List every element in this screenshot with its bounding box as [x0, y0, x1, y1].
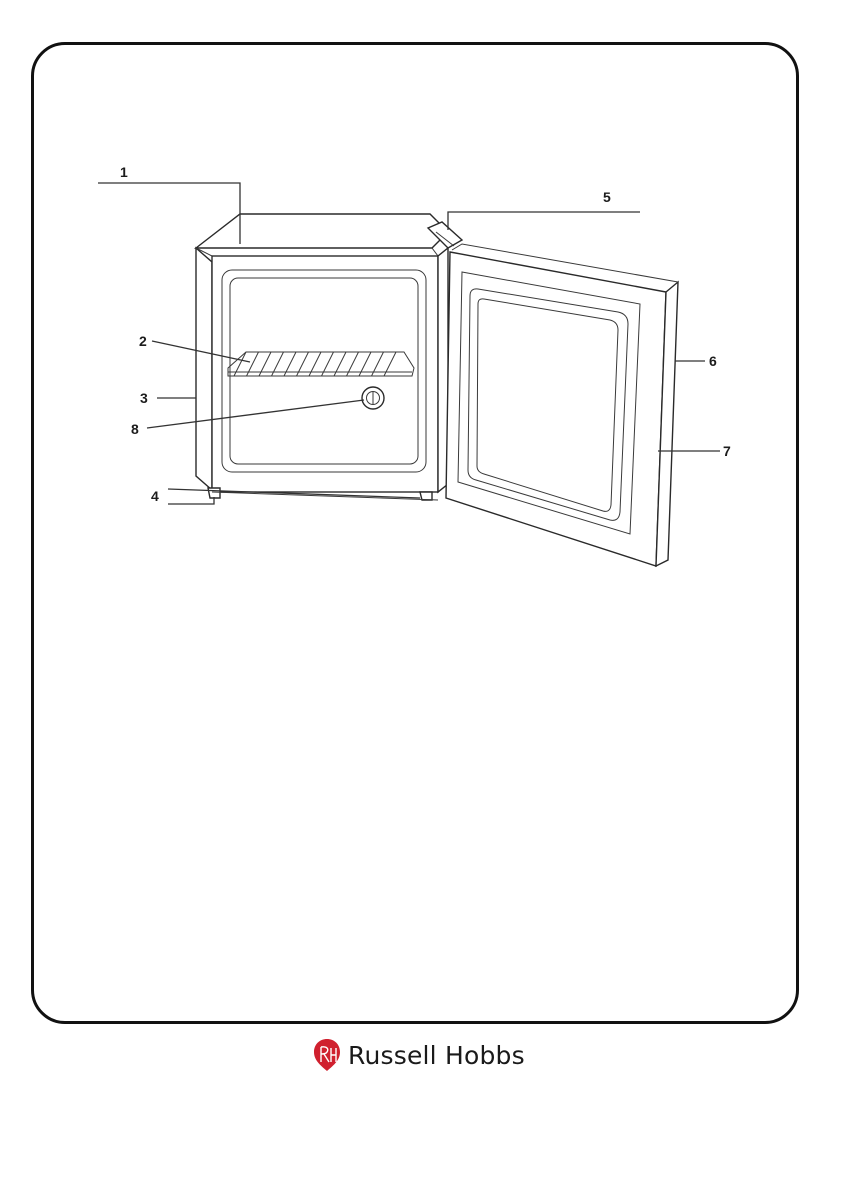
brand-logo: Russell Hobbs — [312, 1036, 525, 1074]
callout-5: 5 — [603, 189, 611, 205]
brand-name: Russell Hobbs — [348, 1041, 525, 1070]
callout-8: 8 — [131, 421, 139, 437]
callout-4: 4 — [151, 488, 159, 504]
door — [446, 244, 678, 566]
callout-1: 1 — [120, 164, 128, 180]
leader-line-4b — [168, 497, 214, 504]
callout-2: 2 — [139, 333, 147, 349]
callout-7: 7 — [723, 443, 731, 459]
callout-3: 3 — [140, 390, 148, 406]
cabinet — [196, 214, 448, 492]
callout-6: 6 — [709, 353, 717, 369]
rh-monogram-icon — [312, 1038, 342, 1072]
thermostat-dial — [362, 387, 384, 409]
leader-line-5 — [448, 212, 640, 230]
